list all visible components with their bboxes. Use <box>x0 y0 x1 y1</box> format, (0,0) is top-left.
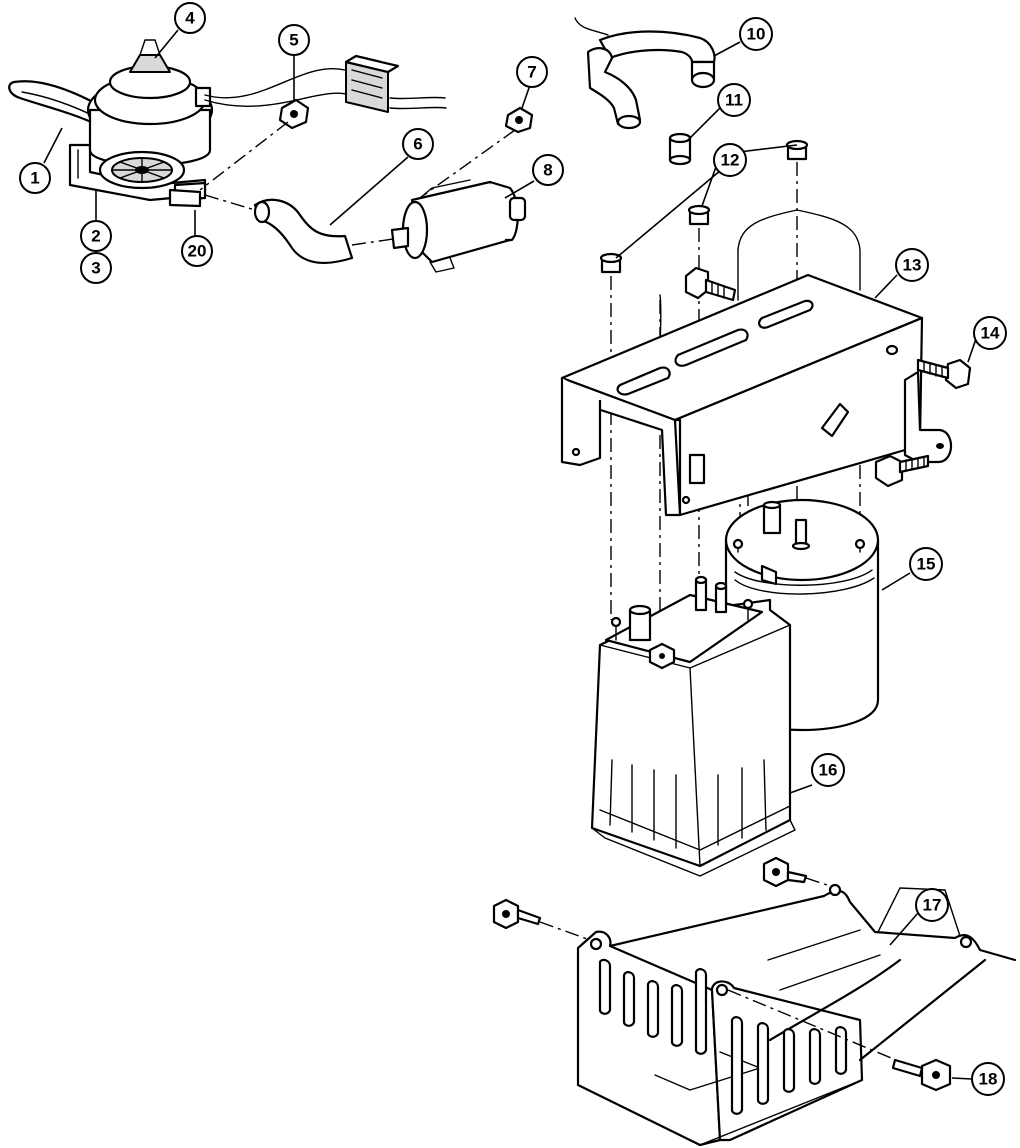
svg-text:1: 1 <box>30 169 39 188</box>
hose-6 <box>253 198 354 264</box>
callout-3: 3 <box>80 252 112 284</box>
callout-14: 14 <box>973 316 1007 350</box>
svg-text:17: 17 <box>923 896 942 915</box>
callout-12: 12 <box>713 143 747 177</box>
svg-text:13: 13 <box>903 256 922 275</box>
bolt-skid-left <box>492 898 542 930</box>
nut-12-b <box>687 204 711 226</box>
callout-11: 11 <box>717 83 751 117</box>
callout-6: 6 <box>402 128 434 160</box>
svg-text:16: 16 <box>819 761 838 780</box>
hose-10 <box>574 17 716 89</box>
callout-18: 18 <box>971 1062 1005 1096</box>
callout-15: 15 <box>909 547 943 581</box>
svg-text:2: 2 <box>91 227 100 246</box>
callout-2: 2 <box>80 220 112 252</box>
callout-13: 13 <box>895 248 929 282</box>
svg-text:14: 14 <box>981 324 1000 343</box>
bolt-skid-top <box>762 856 808 888</box>
callout-20: 20 <box>181 235 213 267</box>
nut-12-a <box>785 139 809 161</box>
callout-4: 4 <box>174 2 206 34</box>
electrical-connector <box>344 54 447 113</box>
nut-12-c <box>599 252 623 274</box>
mounting-bracket-13 <box>560 273 953 517</box>
svg-text:11: 11 <box>725 91 743 110</box>
svg-text:12: 12 <box>721 151 740 170</box>
leak-detection-pump <box>8 39 351 208</box>
svg-text:7: 7 <box>527 63 536 82</box>
canister-15 <box>724 498 880 732</box>
connector-11 <box>668 132 692 166</box>
svg-text:4: 4 <box>185 9 195 28</box>
bolt-18 <box>891 1058 952 1092</box>
callout-1: 1 <box>19 162 51 194</box>
callout-17: 17 <box>915 888 949 922</box>
filter-8 <box>390 179 527 273</box>
canister-16 <box>590 575 796 877</box>
svg-text:18: 18 <box>979 1070 998 1089</box>
callout-7: 7 <box>516 56 548 88</box>
bolt-14 <box>916 358 972 390</box>
bolt-bracket-lower <box>874 454 930 488</box>
svg-text:8: 8 <box>543 161 552 180</box>
skid-plate-17 <box>576 883 1017 1147</box>
nut-5 <box>278 98 310 130</box>
bolt-7 <box>504 106 534 134</box>
svg-text:10: 10 <box>747 25 766 44</box>
callout-10: 10 <box>739 17 773 51</box>
svg-text:3: 3 <box>91 259 100 278</box>
callout-5: 5 <box>278 24 310 56</box>
callout-16: 16 <box>811 753 845 787</box>
svg-text:15: 15 <box>917 555 936 574</box>
svg-text:5: 5 <box>289 31 298 50</box>
svg-text:20: 20 <box>188 242 207 261</box>
bolt-bracket-top <box>684 266 737 302</box>
svg-text:6: 6 <box>413 135 422 154</box>
hose-9-elbow <box>586 47 642 130</box>
callout-8: 8 <box>532 154 564 186</box>
